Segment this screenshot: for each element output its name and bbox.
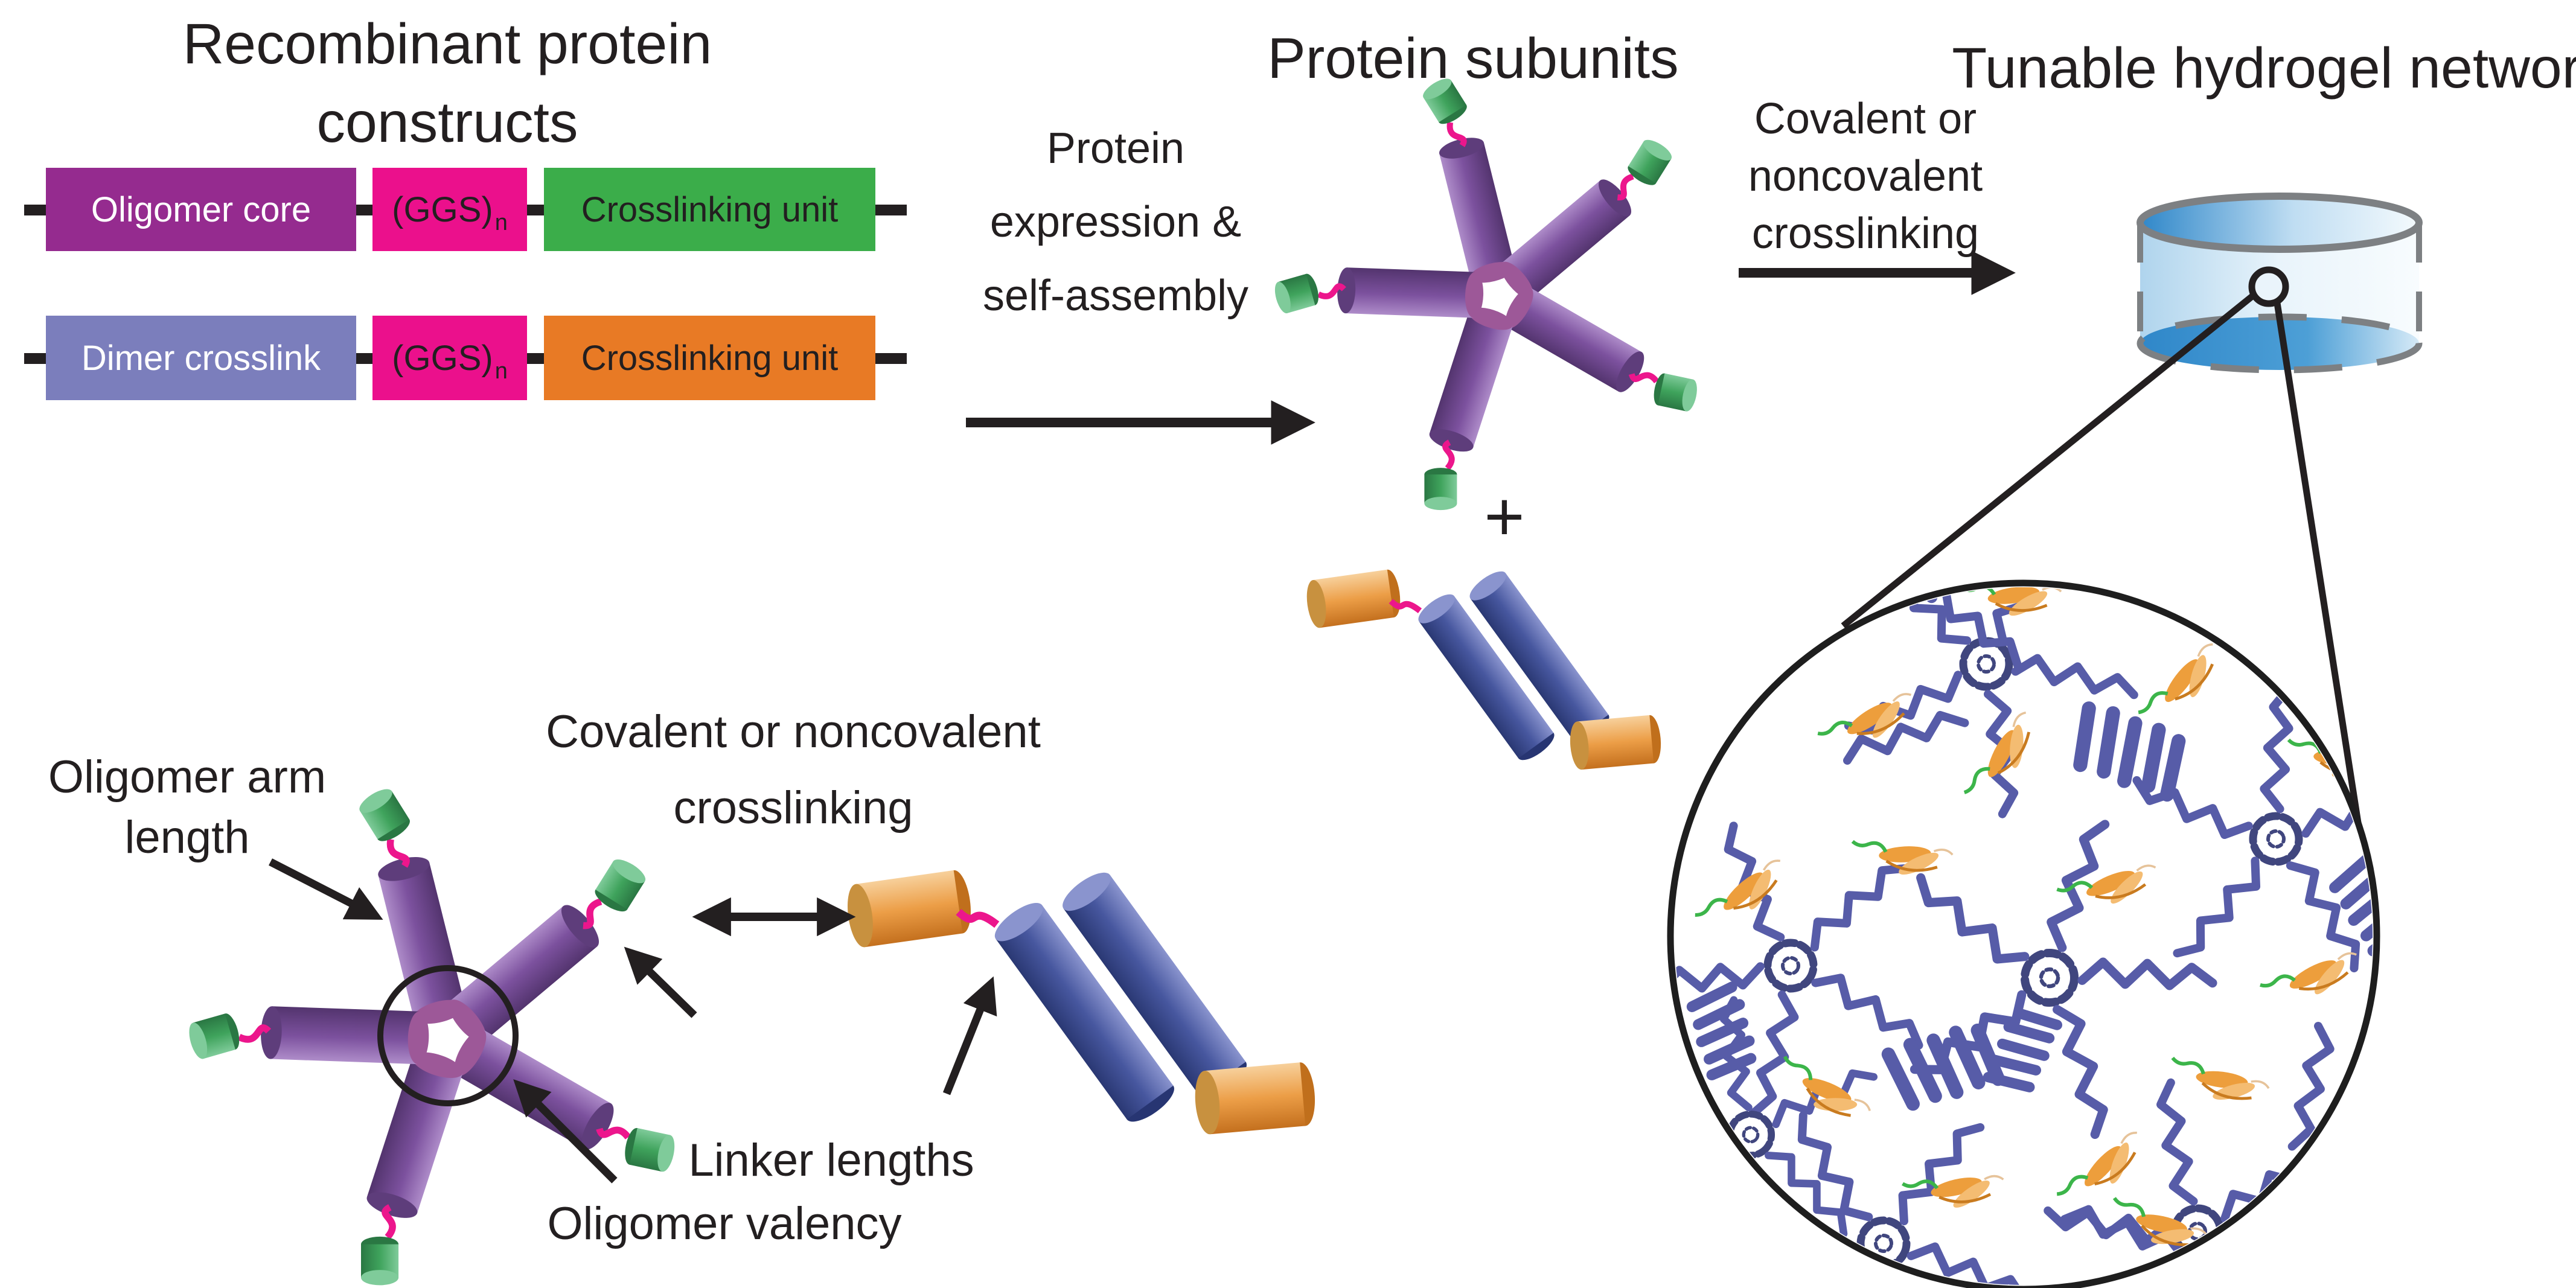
dimer-subunit — [1304, 566, 1663, 770]
arrow-linker-star — [624, 946, 697, 1018]
ggs-label: (GGS) — [392, 190, 493, 229]
subunits-title: Protein subunits — [1267, 19, 1678, 98]
crosslinking-unit-label: Crosslinking unit — [581, 190, 839, 229]
construct-box-crosslinking-unit-2: Crosslinking unit — [544, 316, 875, 400]
oligomer-core-label: Oligomer core — [91, 190, 312, 229]
network-helix-bundle — [2193, 546, 2279, 605]
valency-ring — [377, 965, 519, 1106]
step1-line1: Protein — [1046, 124, 1185, 173]
construct-box-dimer-crosslink: Dimer crosslink — [46, 316, 356, 400]
crosslink-mode-line1: Covalent or noncovalent — [546, 706, 1041, 757]
step1-line2: expression & — [989, 198, 1242, 246]
valency-label: Oligomer valency — [547, 1194, 901, 1254]
arrow-linker-dimer — [942, 976, 997, 1095]
step2-line3: crosslinking — [1751, 209, 1980, 258]
dimer-crosslink-label: Dimer crosslink — [81, 338, 321, 378]
arm-length-label: Oligomer arm length — [48, 747, 326, 868]
constructs-title-line1: Recombinant protein — [182, 12, 712, 76]
crosslinking-unit-label: Crosslinking unit — [581, 338, 839, 378]
construct-box-crosslinking-unit-1: Crosslinking unit — [544, 168, 875, 251]
step1-line3: self-assembly — [982, 272, 1249, 320]
linker-lengths-text: Linker lengths — [688, 1135, 974, 1186]
step1-label: Protein expression & self-assembly — [983, 112, 1248, 333]
arm-length-line2: length — [124, 812, 250, 863]
constructs-title-line2: constructs — [316, 91, 578, 155]
hydrogel-title-text: Tunable hydrogel network — [1952, 36, 2576, 100]
subunits-title-text: Protein subunits — [1267, 27, 1679, 91]
arrow-valency — [513, 1079, 618, 1184]
construct-box-oligomer-core: Oligomer core — [46, 168, 356, 251]
linker-lengths-label: Linker lengths — [688, 1130, 974, 1191]
magnifier-line-right — [2274, 302, 2369, 870]
step2-line2: noncovalent — [1748, 152, 1983, 200]
pentamer-subunit — [1271, 70, 1708, 520]
arm-length-line1: Oligomer arm — [48, 751, 327, 803]
dimer-annotated — [844, 866, 1317, 1135]
crosslink-mode-label: Covalent or noncovalent crosslinking — [546, 694, 1041, 846]
ggs-subscript: n — [494, 209, 508, 235]
construct-box-ggs-linker-1: (GGS)n — [372, 168, 527, 251]
plus-sign: + — [1484, 477, 1524, 556]
magnifier-origin-circle — [2248, 266, 2289, 307]
hydrogel-title: Tunable hydrogel network — [1952, 29, 2576, 107]
ggs-subscript: n — [494, 358, 508, 384]
vial-top-ellipse — [2137, 193, 2423, 253]
constructs-title: Recombinant protein constructs — [183, 5, 712, 162]
step2-line1: Covalent or — [1754, 95, 1977, 143]
arrow-arm-length — [269, 858, 383, 920]
step2-label: Covalent or noncovalent crosslinking — [1748, 91, 1983, 263]
construct-box-ggs-linker-2: (GGS)n — [372, 316, 527, 400]
plus-glyph: + — [1484, 478, 1525, 555]
ggs-label: (GGS) — [392, 338, 493, 378]
magnifier-line-left — [1841, 292, 2256, 629]
crosslink-mode-line2: crosslinking — [673, 782, 913, 834]
valency-text: Oligomer valency — [547, 1198, 902, 1249]
